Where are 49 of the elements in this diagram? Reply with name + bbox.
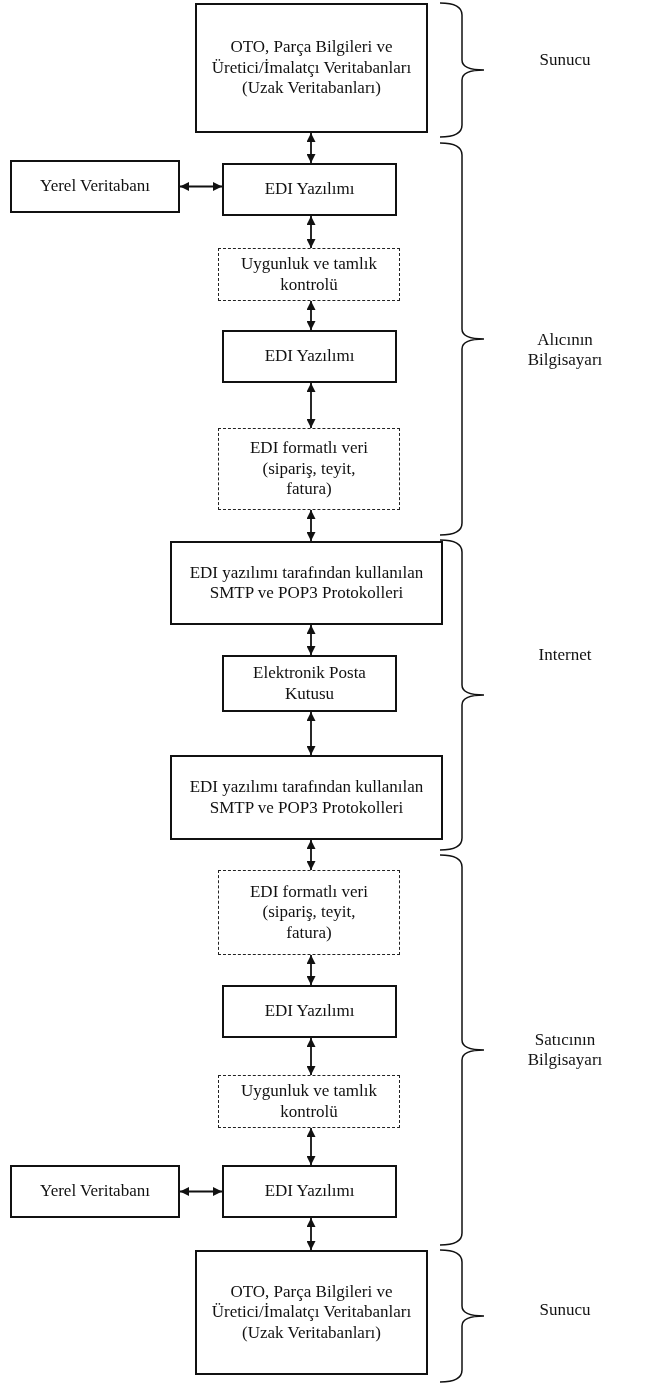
section-label: Alıcının Bilgisayarı: [526, 330, 604, 371]
process-box: [222, 985, 397, 1038]
box-text: EDI Yazılımı: [264, 346, 355, 367]
box-text: EDI yazılımı tarafından kullanılan SMTP ve POP3 Protokolleri: [188, 562, 425, 604]
box-text: Elektronik Posta Kutusu: [252, 663, 367, 704]
arrow: [306, 509, 316, 542]
box-text: EDI formatlı veri (sipariş, teyit, fatura): [249, 881, 369, 944]
process-box: [170, 755, 443, 840]
box-text: Uygunluk ve tamlık kontrolü: [241, 1081, 377, 1122]
box-text: OTO, Parça Bilgileri ve Üretici/İmalatçı Veritabanları (Uzak Veritabanları): [211, 37, 412, 99]
box-text: EDI Yazılımı: [264, 1001, 355, 1022]
box-text: Yerel Veritabanı: [40, 1181, 150, 1202]
process-box: [222, 655, 397, 712]
process-box: [195, 3, 428, 133]
dashed-process-box: [218, 870, 400, 955]
process-box: [222, 163, 397, 216]
arrow: [306, 300, 316, 331]
process-box: [195, 1250, 428, 1375]
box-text: OTO, Parça Bilgileri ve Üretici/İmalatçı Veritabanları (Uzak Veritabanları): [211, 1281, 412, 1344]
process-box: [222, 330, 397, 383]
process-box: [10, 1165, 180, 1218]
arrow: [306, 382, 316, 429]
dashed-process-box: [218, 428, 400, 510]
arrow: [306, 624, 316, 656]
arrow: [306, 1037, 316, 1076]
process-box: [170, 541, 443, 625]
section-label: Internet: [537, 645, 593, 666]
process-box: [10, 160, 180, 213]
dashed-process-box: [218, 248, 400, 301]
section-label: Sunucu: [538, 50, 592, 71]
arrow: [306, 711, 316, 756]
arrow: [179, 1187, 223, 1196]
arrow: [306, 132, 316, 164]
arrow: [306, 954, 316, 986]
dashed-process-box: [218, 1075, 400, 1128]
arrow: [306, 839, 316, 871]
box-text: Uygunluk ve tamlık kontrolü: [241, 254, 377, 295]
process-box: [222, 1165, 397, 1218]
section-label: Sunucu: [538, 1300, 592, 1321]
arrow: [306, 1127, 316, 1166]
section-label: Satıcının Bilgisayarı: [526, 1030, 604, 1071]
arrow: [179, 182, 223, 191]
box-text: EDI yazılımı tarafından kullanılan SMTP ve POP3 Protokolleri: [188, 777, 425, 818]
arrow: [306, 1217, 316, 1251]
arrow: [306, 215, 316, 249]
box-text: EDI formatlı veri (sipariş, teyit, fatura): [249, 438, 369, 500]
box-text: EDI Yazılımı: [264, 1181, 355, 1202]
box-text: EDI Yazılımı: [264, 179, 355, 200]
box-text: Yerel Veritabanı: [40, 176, 150, 197]
